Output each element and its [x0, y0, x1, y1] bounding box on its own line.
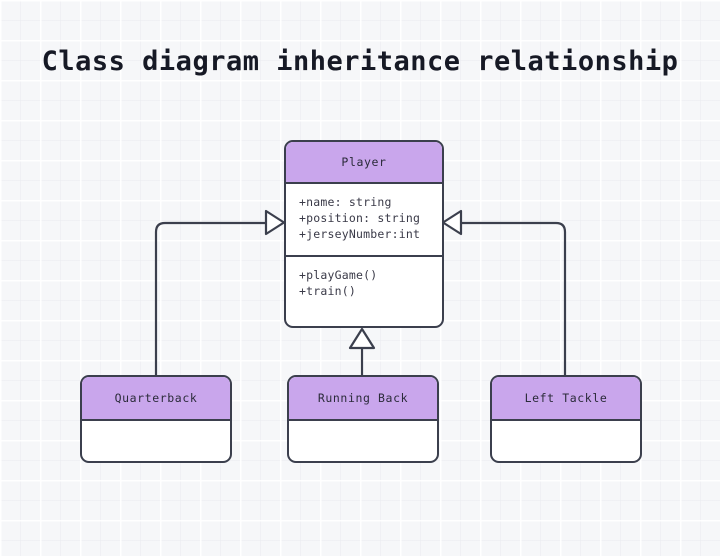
- inheritance-arrowhead-left: [264, 209, 286, 236]
- attribute-row: +jerseyNumber:int: [299, 227, 421, 242]
- class-name-running-back: Running Back: [289, 377, 437, 421]
- inheritance-arrowhead-right: [441, 209, 463, 236]
- class-operations-player: +playGame() +train(): [286, 257, 442, 326]
- class-box-left-tackle[interactable]: Left Tackle: [490, 375, 642, 463]
- inheritance-arrowhead-bottom: [348, 327, 376, 350]
- class-attributes-player: +name: string +position: string +jerseyN…: [286, 184, 442, 257]
- class-name-quarterback: Quarterback: [82, 377, 230, 421]
- operation-row: +train(): [299, 283, 356, 298]
- attribute-row: +name: string: [299, 195, 392, 210]
- class-body-quarterback: [82, 421, 230, 461]
- operation-row: +playGame(): [299, 267, 378, 282]
- class-body-running-back: [289, 421, 437, 461]
- class-box-running-back[interactable]: Running Back: [287, 375, 439, 463]
- page-title: Class diagram inheritance relationship: [41, 46, 679, 77]
- class-body-left-tackle: [492, 421, 640, 461]
- class-name-left-tackle: Left Tackle: [492, 377, 640, 421]
- edge-quarterback-to-player: [154, 221, 268, 377]
- class-box-quarterback[interactable]: Quarterback: [80, 375, 232, 463]
- class-name-player: Player: [286, 142, 442, 185]
- attribute-row: +position: string: [299, 211, 421, 226]
- class-box-player[interactable]: Player +name: string +position: string +…: [284, 140, 444, 328]
- edge-left-tackle-to-player: [459, 221, 567, 377]
